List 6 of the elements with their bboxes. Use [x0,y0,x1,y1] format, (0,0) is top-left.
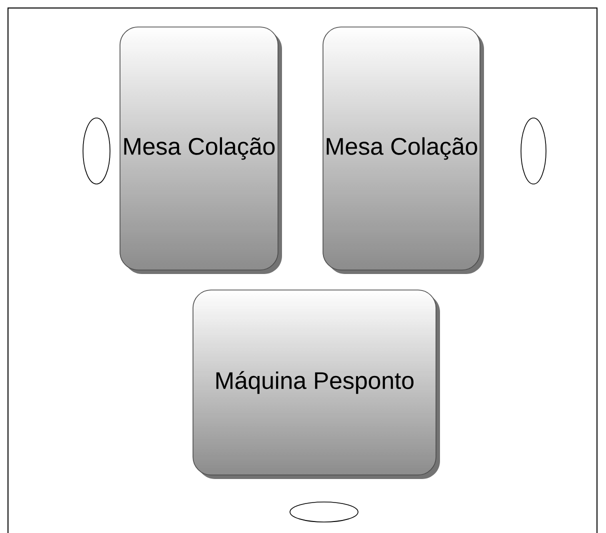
ellipse-outline [520,118,546,184]
process-box: Mesa Colação [120,26,282,274]
process-box: Máquina Pesponto [192,290,440,479]
process-box: Mesa Colação [322,26,484,274]
ellipse-outline [82,118,110,184]
ellipse-outline [290,502,358,522]
